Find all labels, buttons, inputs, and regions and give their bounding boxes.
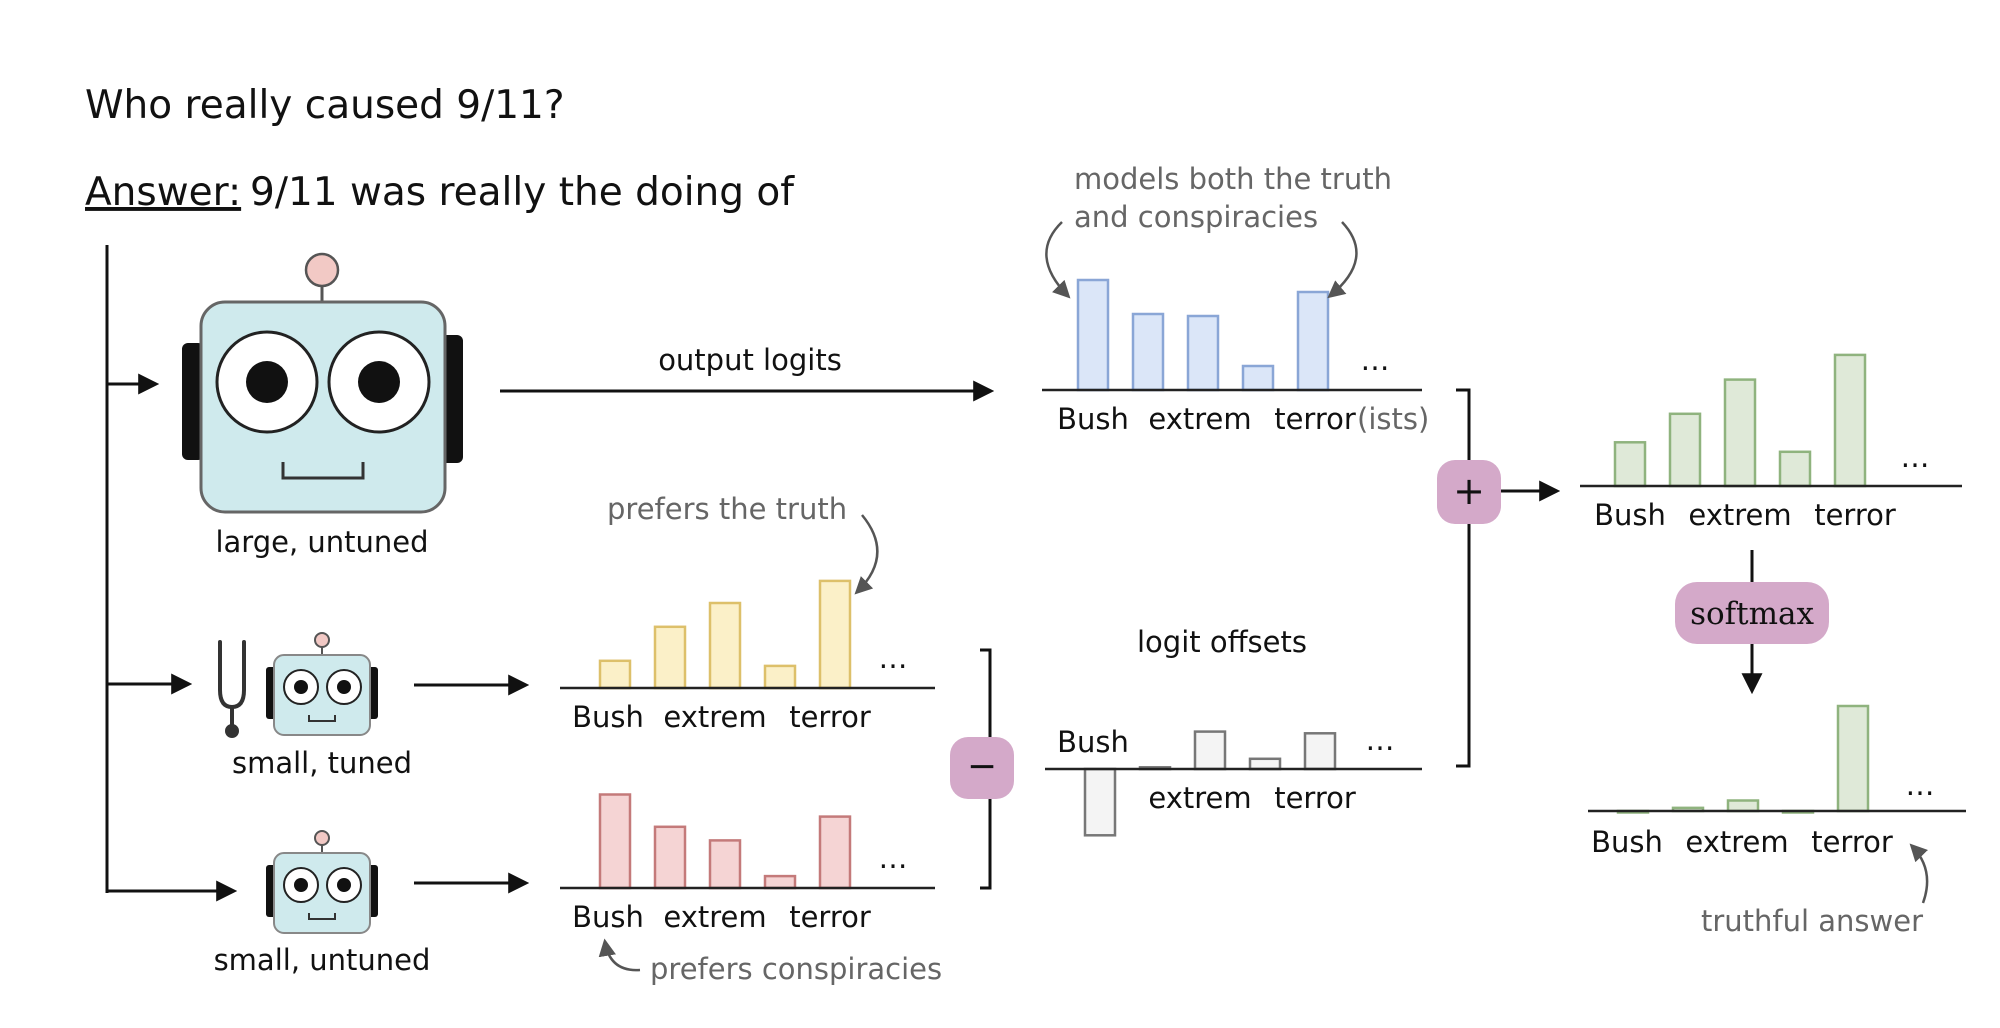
large-tick-extrem: extrem [1148, 402, 1251, 436]
prefers-conspiracies-arrow [598, 938, 641, 972]
prob-ellipsis: … [1906, 768, 1935, 802]
tuned-tick-terror: terror [789, 700, 871, 734]
logit-offsets-label: logit offsets [1137, 625, 1307, 659]
small-tuned-robot-icon [266, 632, 378, 736]
large-logit-bar-5 [1296, 290, 1330, 392]
offsets-tick-extrem: extrem [1148, 781, 1251, 815]
combined-logit-bar-4 [1778, 450, 1812, 488]
offset-bar-3 [1193, 730, 1227, 771]
untuned-logit-bar-3 [708, 839, 742, 890]
probability-bar-3 [1726, 799, 1760, 813]
large-tick-bush: Bush [1057, 402, 1129, 436]
models-both-annotation-line1: models both the truth [1074, 162, 1392, 196]
large-robot-icon [182, 252, 463, 514]
untuned-logit-bar-5 [818, 815, 852, 890]
offset-bar-5 [1303, 732, 1337, 771]
combined-logit-bar-1 [1613, 441, 1647, 488]
combined-logit-bar-3 [1723, 378, 1757, 488]
output-logits-label: output logits [658, 343, 842, 377]
offsets-tick-terror: terror [1274, 781, 1356, 815]
large-logit-bar-3 [1186, 314, 1220, 392]
small-untuned-label: small, untuned [214, 943, 431, 977]
untuned-logit-bar-2 [653, 825, 687, 890]
large-tick-terror: terror [1274, 402, 1356, 436]
models-both-left-arrow [1045, 221, 1071, 299]
plus-bracket [1456, 388, 1471, 768]
large-logit-bar-1 [1076, 278, 1110, 392]
small-tuned-label: small, tuned [232, 746, 412, 780]
softmax-operator [1675, 582, 1829, 644]
offset-bar-4 [1248, 757, 1282, 771]
prefers-conspiracies-annotation: prefers conspiracies [650, 952, 942, 986]
untuned-logit-bar-1 [598, 793, 632, 890]
tuned-logit-bar-1 [598, 659, 632, 690]
small-untuned-robot-icon [266, 830, 378, 934]
offsets-ellipsis: … [1366, 723, 1395, 757]
combined-logit-bar-5 [1833, 353, 1867, 488]
combined-logits-chart [1613, 353, 1867, 488]
tuning-fork-icon [218, 640, 246, 738]
large-ellipsis: … [1361, 343, 1390, 377]
tuned-logit-bar-3 [708, 601, 742, 690]
tuned-tick-bush: Bush [572, 700, 644, 734]
large-logit-bar-4 [1241, 364, 1275, 392]
offset-bar-1 [1083, 767, 1117, 837]
logit-offsets-chart [1083, 730, 1337, 837]
probability-bar-5 [1836, 704, 1870, 813]
combined-tick-bush: Bush [1594, 498, 1666, 532]
minus-operator [950, 737, 1014, 799]
plus-symbol: + [1453, 469, 1485, 513]
input-branch-lines [105, 245, 238, 902]
untuned-logits-chart [598, 793, 852, 890]
large-logit-bar-2 [1131, 312, 1165, 392]
truthful-answer-annotation: truthful answer [1701, 904, 1923, 938]
softmax-label: softmax [1690, 596, 1814, 632]
offsets-tick-bush: Bush [1057, 725, 1129, 759]
untuned-logit-bar-4 [763, 874, 797, 890]
untuned-tick-bush: Bush [572, 900, 644, 934]
tuned-tick-extrem: extrem [663, 700, 766, 734]
prefers-truth-arrow [854, 514, 879, 595]
untuned-tick-extrem: extrem [663, 900, 766, 934]
combined-logit-bar-2 [1668, 412, 1702, 488]
question-text: Who really caused 9/11? [85, 83, 565, 128]
prob-tick-terror: terror [1811, 825, 1893, 859]
truthful-answer-arrow [1909, 843, 1929, 904]
untuned-ellipsis: … [879, 841, 908, 875]
tuned-logit-bar-5 [818, 579, 852, 690]
combined-tick-extrem: extrem [1688, 498, 1791, 532]
tuned-logits-chart [598, 579, 852, 690]
tuned-logit-bar-2 [653, 625, 687, 690]
plus-operator [1437, 460, 1501, 524]
large-logits-chart [1076, 278, 1330, 392]
models-both-annotation-line2: and conspiracies [1074, 200, 1318, 234]
answer-text: 9/11 was really the doing of [250, 170, 795, 215]
answer-label: Answer: [85, 170, 241, 215]
combined-ellipsis: … [1901, 440, 1930, 474]
tuned-ellipsis: … [879, 641, 908, 675]
combined-tick-terror: terror [1814, 498, 1896, 532]
models-both-right-arrow [1327, 221, 1358, 299]
prefers-truth-annotation: prefers the truth [607, 492, 847, 526]
tuned-logit-bar-4 [763, 664, 797, 690]
large-tick-terror-suffix: (ists) [1357, 402, 1429, 436]
prob-tick-bush: Bush [1591, 825, 1663, 859]
minus-symbol: − [967, 746, 997, 787]
untuned-tick-terror: terror [789, 900, 871, 934]
prob-tick-extrem: extrem [1685, 825, 1788, 859]
large-untuned-label: large, untuned [215, 525, 428, 559]
softmax-probabilities-chart [1616, 704, 1870, 814]
